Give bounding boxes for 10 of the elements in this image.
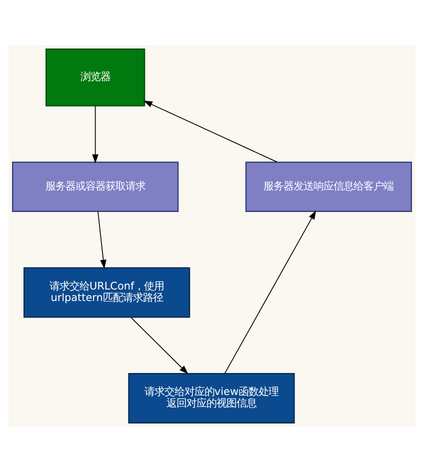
node-box: 服务器发送响应信息给客户端 bbox=[245, 161, 412, 212]
node-box: 浏览器 bbox=[46, 48, 146, 106]
node-box: 服务器或容器获取请求 bbox=[12, 161, 179, 212]
arrow bbox=[92, 104, 98, 163]
node-box: 请求交给对应的view函数处理返回对应的视图信息 bbox=[128, 372, 295, 423]
node-box: 请求交给URLConf，使用urlpattern匹配请求路径 bbox=[24, 266, 190, 318]
arrow bbox=[130, 316, 188, 374]
arrow bbox=[98, 210, 106, 268]
arrow bbox=[224, 210, 316, 374]
arrow bbox=[143, 100, 278, 162]
